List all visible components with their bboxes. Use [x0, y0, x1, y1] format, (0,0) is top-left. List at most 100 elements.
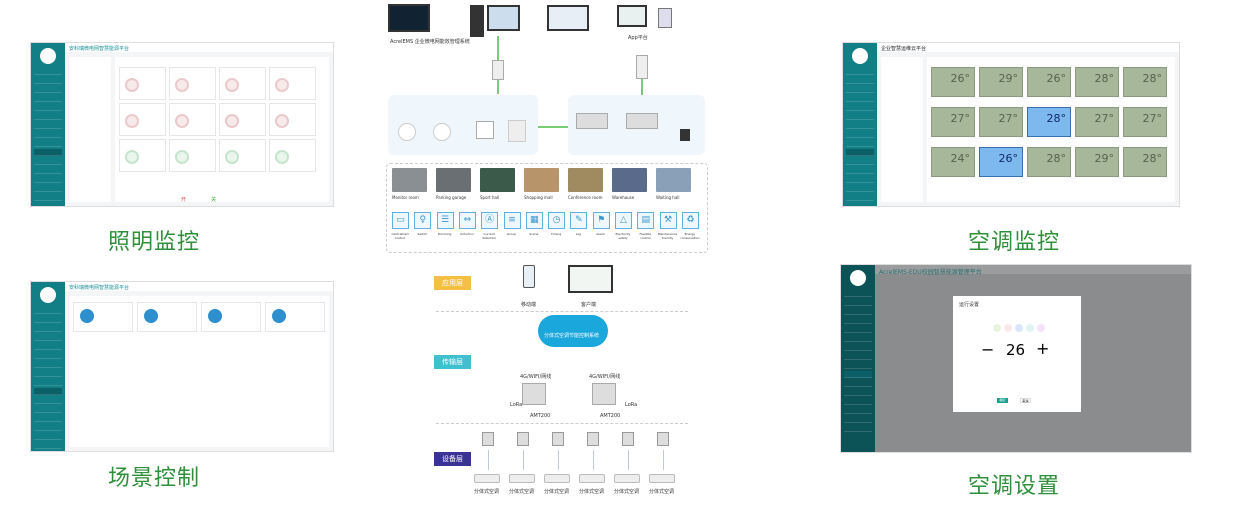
- sidebar-item[interactable]: [34, 194, 62, 201]
- sidebar-item[interactable]: [34, 77, 62, 84]
- increase-button[interactable]: +: [1036, 339, 1050, 358]
- sidebar-item[interactable]: [846, 95, 874, 102]
- sidebar-item[interactable]: [34, 167, 62, 174]
- sidebar-item[interactable]: [844, 353, 872, 360]
- sidebar-item[interactable]: [34, 343, 62, 350]
- light-status-icon[interactable]: [175, 114, 189, 128]
- sidebar-item[interactable]: [34, 433, 62, 440]
- sidebar-item[interactable]: [34, 415, 62, 422]
- device-tree[interactable]: [881, 57, 923, 202]
- light-status-icon[interactable]: [275, 114, 289, 128]
- sidebar-item[interactable]: [846, 149, 874, 156]
- sidebar-item[interactable]: [844, 380, 872, 387]
- confirm-button[interactable]: 确定: [997, 398, 1008, 403]
- sidebar-item[interactable]: [34, 104, 62, 111]
- sidebar-item[interactable]: [34, 185, 62, 192]
- sidebar-item[interactable]: [34, 406, 62, 413]
- sidebar-item[interactable]: [34, 86, 62, 93]
- sidebar-item[interactable]: [34, 397, 62, 404]
- sidebar-item[interactable]: [34, 442, 62, 449]
- sidebar-item[interactable]: [846, 68, 874, 75]
- sidebar-item[interactable]: [846, 77, 874, 84]
- sidebar-item[interactable]: [846, 158, 874, 165]
- scene-card[interactable]: [137, 302, 197, 332]
- light-status-icon[interactable]: [125, 150, 139, 164]
- sidebar-item[interactable]: [844, 299, 872, 306]
- sidebar-item[interactable]: [844, 389, 872, 396]
- sidebar-item[interactable]: [846, 86, 874, 93]
- sidebar-item[interactable]: [34, 316, 62, 323]
- ac-display-card[interactable]: 28°: [1075, 67, 1119, 97]
- sidebar-item[interactable]: [844, 407, 872, 414]
- ac-display-card[interactable]: 27°: [1075, 107, 1119, 137]
- ac-display-card[interactable]: 26°: [931, 67, 975, 97]
- sidebar-item[interactable]: [34, 379, 62, 386]
- light-status-icon[interactable]: [125, 78, 139, 92]
- sidebar-item[interactable]: [846, 122, 874, 129]
- ac-display-card[interactable]: 28°: [1123, 147, 1167, 177]
- light-status-icon[interactable]: [225, 150, 239, 164]
- sidebar-item[interactable]: [844, 371, 872, 378]
- sidebar-item[interactable]: [34, 176, 62, 183]
- sidebar-item[interactable]: [844, 362, 872, 369]
- sidebar-item[interactable]: [34, 95, 62, 102]
- ac-display-card[interactable]: 26°: [1027, 67, 1071, 97]
- sidebar-item[interactable]: [844, 317, 872, 324]
- sidebar-item[interactable]: [846, 203, 874, 206]
- sidebar-item[interactable]: [844, 326, 872, 333]
- ac-display-card[interactable]: 26°: [979, 147, 1023, 177]
- ac-display-card[interactable]: 29°: [1075, 147, 1119, 177]
- sidebar-item[interactable]: [34, 158, 62, 165]
- ac-display-card[interactable]: 28°: [1027, 147, 1071, 177]
- off-button[interactable]: 关: [211, 197, 217, 203]
- scene-card[interactable]: [201, 302, 261, 332]
- sidebar-item[interactable]: [846, 176, 874, 183]
- on-button[interactable]: 开: [181, 197, 187, 203]
- ac-display-card[interactable]: 28°: [1027, 107, 1071, 137]
- sidebar-item[interactable]: [34, 352, 62, 359]
- sidebar-item[interactable]: [34, 149, 62, 156]
- sidebar-item[interactable]: [34, 370, 62, 377]
- sidebar-item[interactable]: [846, 104, 874, 111]
- sidebar-item[interactable]: [844, 290, 872, 297]
- sidebar-item[interactable]: [34, 140, 62, 147]
- decrease-button[interactable]: −: [981, 340, 995, 359]
- sidebar-item[interactable]: [34, 203, 62, 206]
- ac-display-card[interactable]: 29°: [979, 67, 1023, 97]
- sidebar-item[interactable]: [34, 424, 62, 431]
- sidebar-item[interactable]: [844, 425, 872, 432]
- sidebar-item[interactable]: [846, 113, 874, 120]
- sidebar-item[interactable]: [846, 194, 874, 201]
- sidebar-item[interactable]: [34, 325, 62, 332]
- sidebar-item[interactable]: [844, 344, 872, 351]
- ac-display-card[interactable]: 27°: [979, 107, 1023, 137]
- sidebar-item[interactable]: [844, 398, 872, 405]
- sidebar-item[interactable]: [34, 334, 62, 341]
- sidebar-item[interactable]: [34, 113, 62, 120]
- sidebar-item[interactable]: [846, 167, 874, 174]
- sidebar-item[interactable]: [34, 307, 62, 314]
- scene-card[interactable]: [265, 302, 325, 332]
- sidebar-item[interactable]: [34, 388, 62, 395]
- sidebar-item[interactable]: [34, 122, 62, 129]
- light-status-icon[interactable]: [225, 78, 239, 92]
- sidebar-item[interactable]: [844, 308, 872, 315]
- ac-display-card[interactable]: 24°: [931, 147, 975, 177]
- scene-card[interactable]: [73, 302, 133, 332]
- mode-options[interactable]: [993, 324, 1045, 332]
- sidebar-item[interactable]: [34, 131, 62, 138]
- sidebar-item[interactable]: [846, 140, 874, 147]
- sidebar-item[interactable]: [844, 335, 872, 342]
- device-tree[interactable]: [69, 57, 111, 202]
- sidebar-item[interactable]: [844, 416, 872, 423]
- light-status-icon[interactable]: [225, 114, 239, 128]
- light-status-icon[interactable]: [275, 78, 289, 92]
- sidebar-item[interactable]: [846, 131, 874, 138]
- ac-display-card[interactable]: 27°: [931, 107, 975, 137]
- sidebar-item[interactable]: [34, 68, 62, 75]
- ac-display-card[interactable]: 28°: [1123, 67, 1167, 97]
- light-status-icon[interactable]: [175, 150, 189, 164]
- light-status-icon[interactable]: [125, 114, 139, 128]
- cancel-button[interactable]: 取消: [1020, 398, 1031, 403]
- sidebar-item[interactable]: [846, 185, 874, 192]
